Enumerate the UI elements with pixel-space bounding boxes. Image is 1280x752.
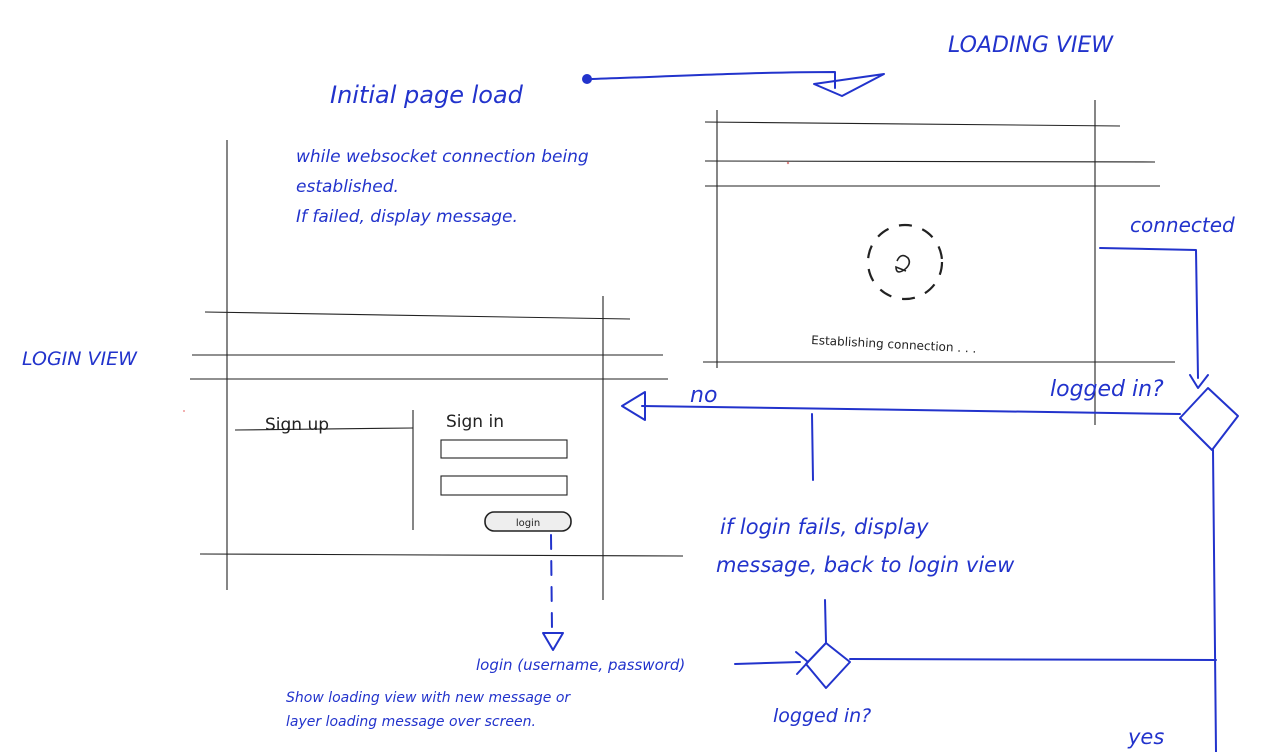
- yes-label: yes: [1127, 725, 1164, 749]
- speck: [786, 161, 790, 165]
- login-fails-line: message, back to login view: [716, 553, 1015, 577]
- password-input[interactable]: [440, 475, 568, 496]
- loading-view-title: LOADING VIEW: [948, 33, 1114, 58]
- login-fails-note: if login fails, display message, back to…: [716, 515, 1015, 577]
- loading-spinner-icon: [866, 223, 944, 301]
- arrowhead-icon: [621, 391, 646, 421]
- logged-in-bottom-label: logged in?: [773, 705, 871, 727]
- loading-note-line: layer loading message over screen.: [286, 714, 536, 730]
- loading-note-line: Show loading view with new message or: [286, 690, 571, 706]
- login-button-label: login: [516, 518, 540, 529]
- logged-in-decision-bottom: [805, 642, 851, 689]
- arrowhead-icon: [542, 632, 564, 651]
- loading-note: Show loading view with new message or la…: [286, 690, 575, 730]
- connected-label: connected: [1130, 213, 1235, 237]
- start-dot-icon: [582, 74, 592, 84]
- websocket-note: while websocket connection being establi…: [296, 147, 594, 227]
- websocket-note-line: If failed, display message.: [296, 207, 518, 227]
- arrowhead-icon: [795, 651, 809, 675]
- signin-label: Sign in: [446, 412, 504, 432]
- signup-label: Sign up: [265, 415, 329, 435]
- spinner-arrow-icon: [895, 254, 911, 273]
- login-fails-line: if login fails, display: [720, 515, 929, 539]
- arrowhead-icon: [1189, 374, 1209, 389]
- logged-in-top-label: logged in?: [1050, 377, 1164, 402]
- username-input[interactable]: [440, 439, 568, 459]
- flow-connectors: [542, 71, 1239, 752]
- login-view-wireframe: Sign up Sign in login: [190, 140, 684, 600]
- loading-status-text: Establishing connection . . .: [811, 333, 977, 356]
- arrowhead-icon: [813, 73, 885, 97]
- logged-in-decision-top: [1179, 387, 1239, 451]
- initial-load-label: Initial page load: [330, 81, 524, 109]
- websocket-note-line: established.: [296, 177, 399, 197]
- no-label: no: [690, 383, 717, 408]
- login-view-title: LOGIN VIEW: [22, 348, 138, 370]
- speck: [183, 410, 185, 412]
- login-button[interactable]: [484, 511, 572, 532]
- websocket-note-line: while websocket connection being: [296, 147, 589, 167]
- login-call-label: login (username, password): [476, 656, 685, 674]
